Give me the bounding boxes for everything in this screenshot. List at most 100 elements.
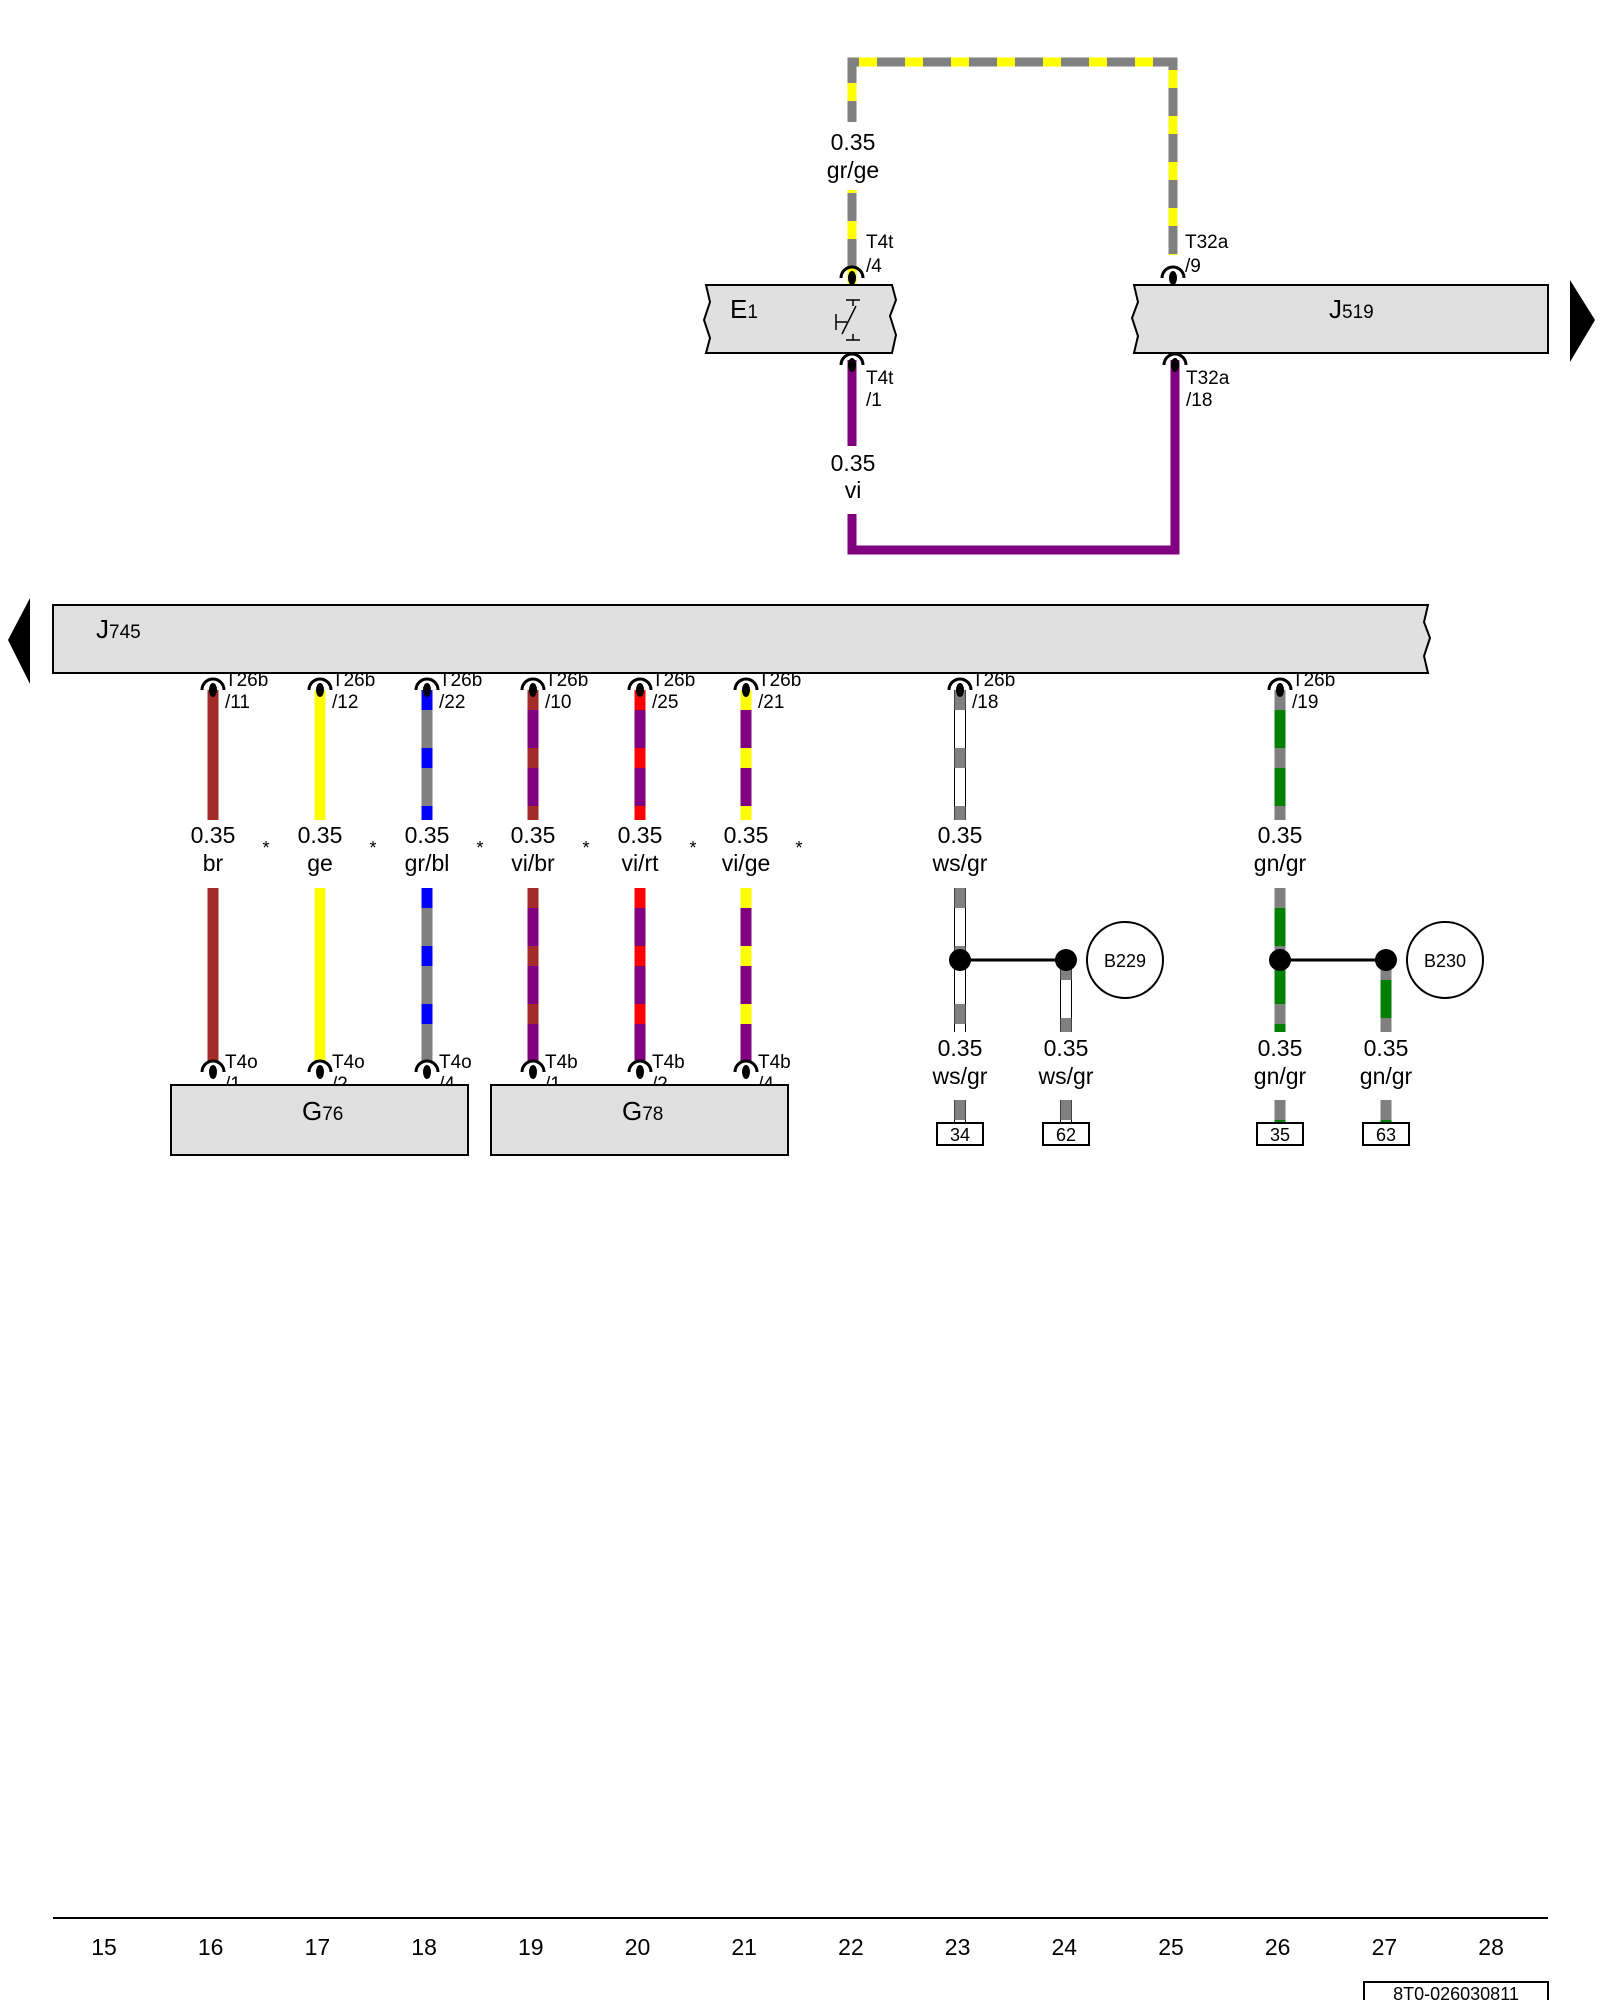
wire-size-label: 0.35: [1258, 1035, 1303, 1061]
connector-j519-top: T32a /9: [1160, 232, 1229, 285]
connector-id-label: T26b: [225, 670, 268, 691]
splice-dot: [1375, 949, 1397, 971]
component-j519: J519: [1130, 284, 1549, 354]
axis-number: 16: [198, 1934, 224, 1960]
component-g78: G78: [490, 1084, 789, 1156]
connector-top: T26b/21: [733, 670, 801, 713]
connector-top: T26b/22: [414, 670, 482, 713]
connector-top: T26b/25: [627, 670, 695, 713]
connector-id-label: T26b: [439, 670, 482, 691]
wire-size-label: 0.35: [1044, 1035, 1089, 1061]
connector-id-label: T26b: [545, 670, 588, 691]
ground-number: 34: [950, 1125, 970, 1145]
ground-number: 63: [1376, 1125, 1396, 1145]
connector-pin-label: /12: [332, 692, 358, 713]
connector-id-label: T26b: [758, 670, 801, 691]
wire-segment: [954, 1100, 966, 1123]
ground-wire: T26b/180.35ws/grB2290.35ws/gr0.35ws/gr34…: [932, 670, 1164, 1146]
connector-pin-label: /18: [972, 692, 998, 713]
connector-top: T26b/11: [200, 670, 268, 713]
axis-number: 17: [305, 1934, 331, 1960]
wire-color-label: gn/gr: [1360, 1063, 1413, 1089]
wire-color-label: gr/ge: [827, 157, 879, 183]
axis-number: 26: [1265, 1934, 1291, 1960]
axis-number: 28: [1478, 1934, 1504, 1960]
svg-text:T4t: T4t: [866, 368, 894, 389]
connector-top: T26b/10: [520, 670, 588, 713]
axis-number: 24: [1052, 1934, 1078, 1960]
wire-color-label: ge: [307, 850, 333, 876]
connector-j519-bottom: T32a /18: [1162, 352, 1230, 411]
wire-size-label: 0.35: [405, 822, 450, 848]
branch-label: B230: [1424, 951, 1466, 971]
wire-segment: [1060, 960, 1072, 1032]
connector-top: T26b/18: [947, 670, 1015, 713]
wire-color-label: vi: [845, 477, 862, 503]
ground-point: 35: [1256, 1122, 1304, 1146]
axis-number: 22: [838, 1934, 864, 1960]
continue-right-arrow-icon: [1570, 280, 1595, 362]
component-label: J745: [96, 614, 141, 644]
connector-id-label: T26b: [332, 670, 375, 691]
splice-dot: [1269, 949, 1291, 971]
wire-gr-ge: [847, 57, 1178, 285]
splice-dot: [1055, 949, 1077, 971]
wire-segment: [954, 690, 966, 820]
wire-size-label: 0.35: [298, 822, 343, 848]
connector-id-label: T4b: [545, 1052, 578, 1073]
axis-number: 19: [518, 1934, 544, 1960]
component-label: G78: [622, 1096, 663, 1126]
branch-circle: B230: [1406, 921, 1484, 999]
wire-color-label: gr/bl: [405, 850, 450, 876]
wire-color-label: ws/gr: [932, 1063, 988, 1089]
sensor-wires: T26b/11T4o/10.35br*T26b/12T4o/20.35ge*T2…: [191, 670, 803, 1095]
connector-pin-label: /22: [439, 692, 465, 713]
component-g76: G76: [170, 1084, 469, 1156]
connector-top: T26b/19: [1267, 670, 1335, 713]
axis-number: 27: [1372, 1934, 1398, 1960]
splice-dot: [949, 949, 971, 971]
connector-id-label: T26b: [972, 670, 1015, 691]
asterisk-mark: *: [582, 838, 589, 858]
connector-pin-label: /11: [225, 692, 250, 713]
axis-number: 23: [945, 1934, 971, 1960]
wire-size-label: 0.35: [618, 822, 663, 848]
branch-label: B229: [1104, 951, 1146, 971]
axis-number: 21: [731, 1934, 757, 1960]
ground-number: 35: [1270, 1125, 1290, 1145]
connector-e1-bottom: T4t /1: [839, 352, 894, 411]
wire-vi: [847, 360, 1180, 555]
svg-text:T32a: T32a: [1185, 232, 1229, 253]
wire-color-label: vi/br: [511, 850, 555, 876]
connector-id-label: T4o: [332, 1052, 365, 1073]
asterisk-mark: *: [476, 838, 483, 858]
wire-segment: [1060, 1100, 1072, 1123]
axis-number: 15: [91, 1934, 117, 1960]
branch-circle: B229: [1086, 921, 1164, 999]
asterisk-mark: *: [262, 838, 269, 858]
asterisk-mark: *: [795, 838, 802, 858]
wire-size-label: 0.35: [511, 822, 556, 848]
svg-text:/9: /9: [1185, 256, 1201, 277]
svg-text:/18: /18: [1186, 390, 1212, 411]
connector-id-label: T4o: [439, 1052, 472, 1073]
asterisk-mark: *: [369, 838, 376, 858]
connector-pin-label: /19: [1292, 692, 1318, 713]
wire-color-label: gn/gr: [1254, 1063, 1307, 1089]
axis-number: 20: [625, 1934, 651, 1960]
wire-size-label: 0.35: [724, 822, 769, 848]
diagram-code: 8T0-026030811: [1363, 1981, 1549, 2000]
connector-pin-label: /25: [652, 692, 678, 713]
wire-color-label: ws/gr: [1038, 1063, 1094, 1089]
svg-text:/4: /4: [866, 256, 882, 277]
top-circuit: 0.35 gr/ge 0.35 vi E1 J519: [702, 57, 1595, 555]
ground-wire: T26b/190.35gn/grB2300.35gn/gr0.35gn/gr35…: [1254, 670, 1484, 1146]
connector-e1-top: T4t /4: [839, 232, 894, 285]
asterisk-mark: *: [689, 838, 696, 858]
wire-size-label: 0.35: [831, 129, 876, 155]
